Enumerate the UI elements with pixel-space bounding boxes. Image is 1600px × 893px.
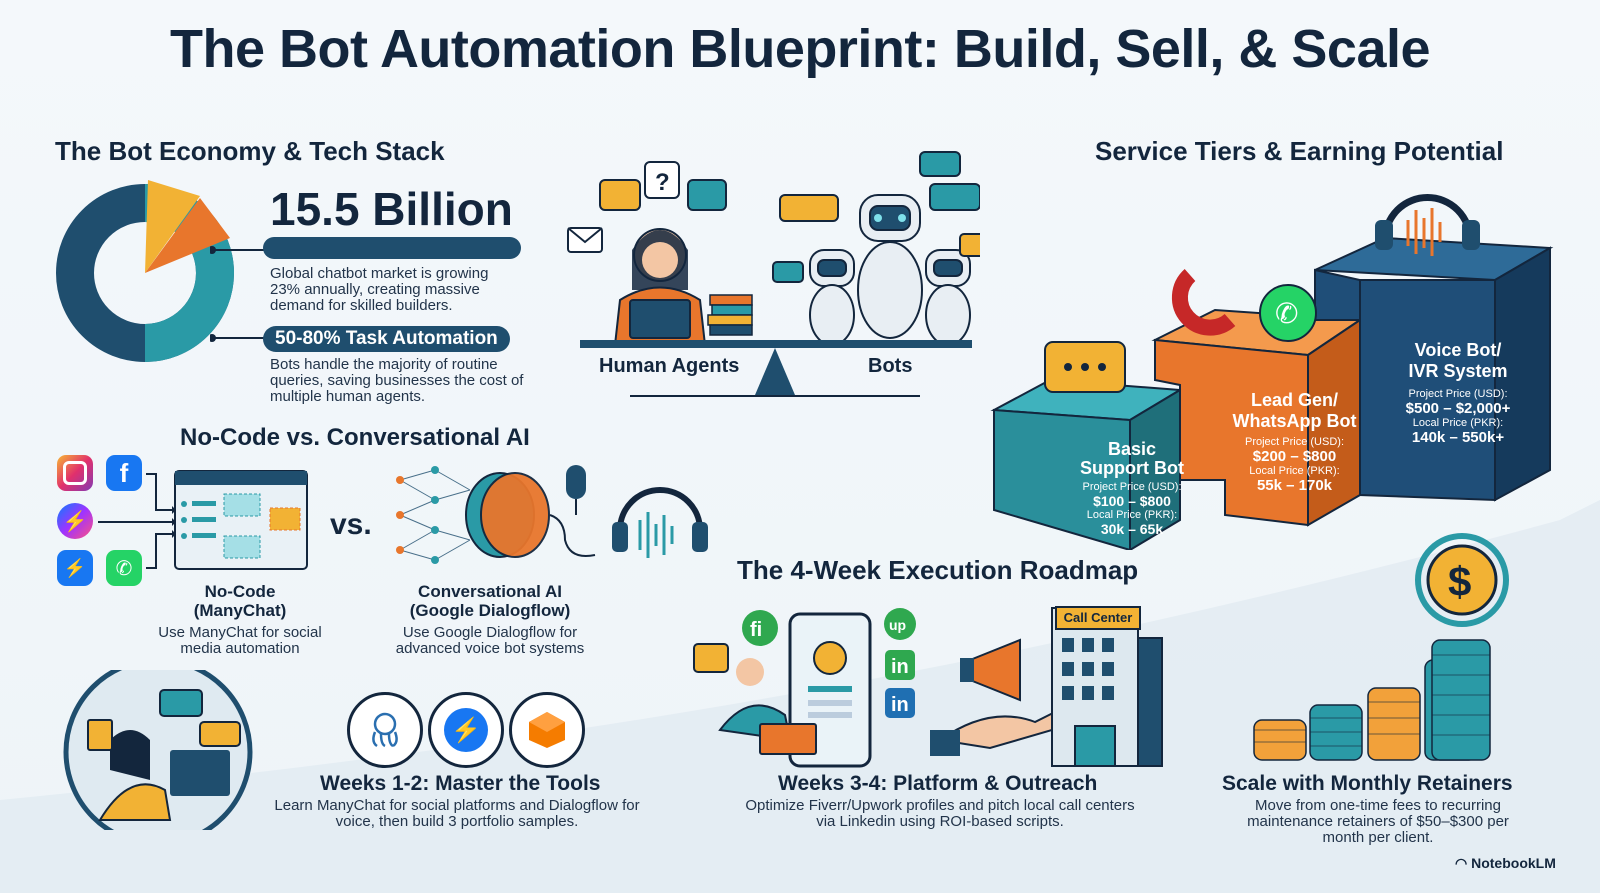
svg-text:fi: fi [750,619,762,641]
tier-basic: Basic Support Bot Project Price (USD): $… [1062,439,1202,538]
market-value: 15.5 Billion [270,183,513,235]
economy-heading: The Bot Economy & Tech Stack [55,136,445,166]
market-bar [263,237,521,259]
tier-voice-usd: $500 – $2,000+ [1405,400,1511,417]
automation-description: Bots handle the majority of routine quer… [270,356,524,405]
bots-label: Bots [868,355,913,377]
tier-leadgen-name: Lead Gen/ WhatsApp Bot [1232,390,1357,431]
vs-label: vs. [330,508,372,541]
instagram-icon [57,455,93,491]
week1-illustration [63,670,253,830]
brand-logo: ◠ NotebookLM [1455,855,1556,872]
tier-leadgen-pkr: 55k – 170k [1256,477,1333,494]
human-agents-label: Human Agents [599,355,740,377]
retainer-title: Scale with Monthly Retainers [1222,772,1513,795]
week1-description: Learn ManyChat for social platforms and … [274,797,640,830]
automation-pill: 50-80% Task Automation [263,326,510,352]
messenger-icon: ⚡ [57,503,93,539]
week3-title: Weeks 3-4: Platform & Outreach [778,772,1098,795]
nocode-heading: No-Code vs. Conversational AI [180,424,530,451]
tier-voice: Voice Bot/ IVR System Project Price (USD… [1388,340,1528,446]
human-vs-bots-illustration: ? [567,151,980,397]
svg-text:in: in [891,694,909,716]
whatsapp-icon: ✆ [106,550,142,586]
tier-voice-pkr: 140k – 550k+ [1411,429,1505,446]
svg-text:in: in [891,656,909,678]
nocode-description: Use ManyChat for social media automation [158,624,322,657]
tier-basic-pkr: 30k – 65k [1100,521,1164,537]
tier-basic-usd-label: Project Price (USD): [1082,481,1182,493]
nocode-builder-window [174,470,308,570]
octopus-tool-icon [347,692,423,768]
retainer-description: Move from one-time fees to recurring mai… [1247,797,1509,846]
flow-arrows [98,473,176,569]
brand-name: NotebookLM [1471,855,1556,871]
tier-basic-pkr-label: Local Price (PKR): [1086,509,1178,521]
tier-boxes-graphic: ✆ [990,194,1554,550]
svg-text:$: $ [1448,558,1471,605]
svg-text:up: up [889,617,906,633]
ai-title: Conversational AI (Google Dialogflow) [409,582,571,620]
coin-stacks-graphic: $ [1253,533,1509,761]
roadmap-heading: The 4-Week Execution Roadmap [737,555,1139,585]
tier-leadgen: Lead Gen/ WhatsApp Bot Project Price (US… [1222,390,1367,494]
page-title: The Bot Automation Blueprint: Build, Sel… [169,19,1431,79]
call-center-sign: Call Center [1055,606,1141,630]
tier-leadgen-usd: $200 – $800 [1252,448,1337,465]
week3-description: Optimize Fiverr/Upwork profiles and pitc… [745,797,1135,830]
tier-basic-name: Basic Support Bot [1080,439,1184,478]
tiers-heading: Service Tiers & Earning Potential [1095,136,1504,166]
nocode-title: No-Code (ManyChat) [193,582,287,620]
brand-icon: ◠ [1455,855,1472,871]
svg-text:✆: ✆ [1275,297,1298,330]
messenger-tool-icon: ⚡ [428,692,504,768]
ai-description: Use Google Dialogflow for advanced voice… [395,624,585,657]
tier-leadgen-usd-label: Project Price (USD): [1244,436,1345,448]
tier-voice-usd-label: Project Price (USD): [1408,388,1508,400]
tier-voice-pkr-label: Local Price (PKR): [1412,417,1504,429]
tier-leadgen-pkr-label: Local Price (PKR): [1249,465,1340,477]
svg-text:?: ? [655,169,670,196]
donut-connector-lines [210,246,265,342]
dialogflow-tool-icon [509,692,585,768]
tier-basic-usd: $100 – $800 [1093,493,1171,509]
donut-chart-graphic [56,180,234,362]
market-description: Global chatbot market is growing 23% ann… [270,265,489,314]
week3-illustration: fi up in in [693,607,1163,768]
week1-title: Weeks 1-2: Master the Tools [320,772,601,795]
tier-voice-name: Voice Bot/ IVR System [1408,340,1508,381]
facebook-icon: f [106,455,142,491]
conversational-ai-graphic [396,465,708,564]
messenger-icon-2: ⚡ [57,550,93,586]
